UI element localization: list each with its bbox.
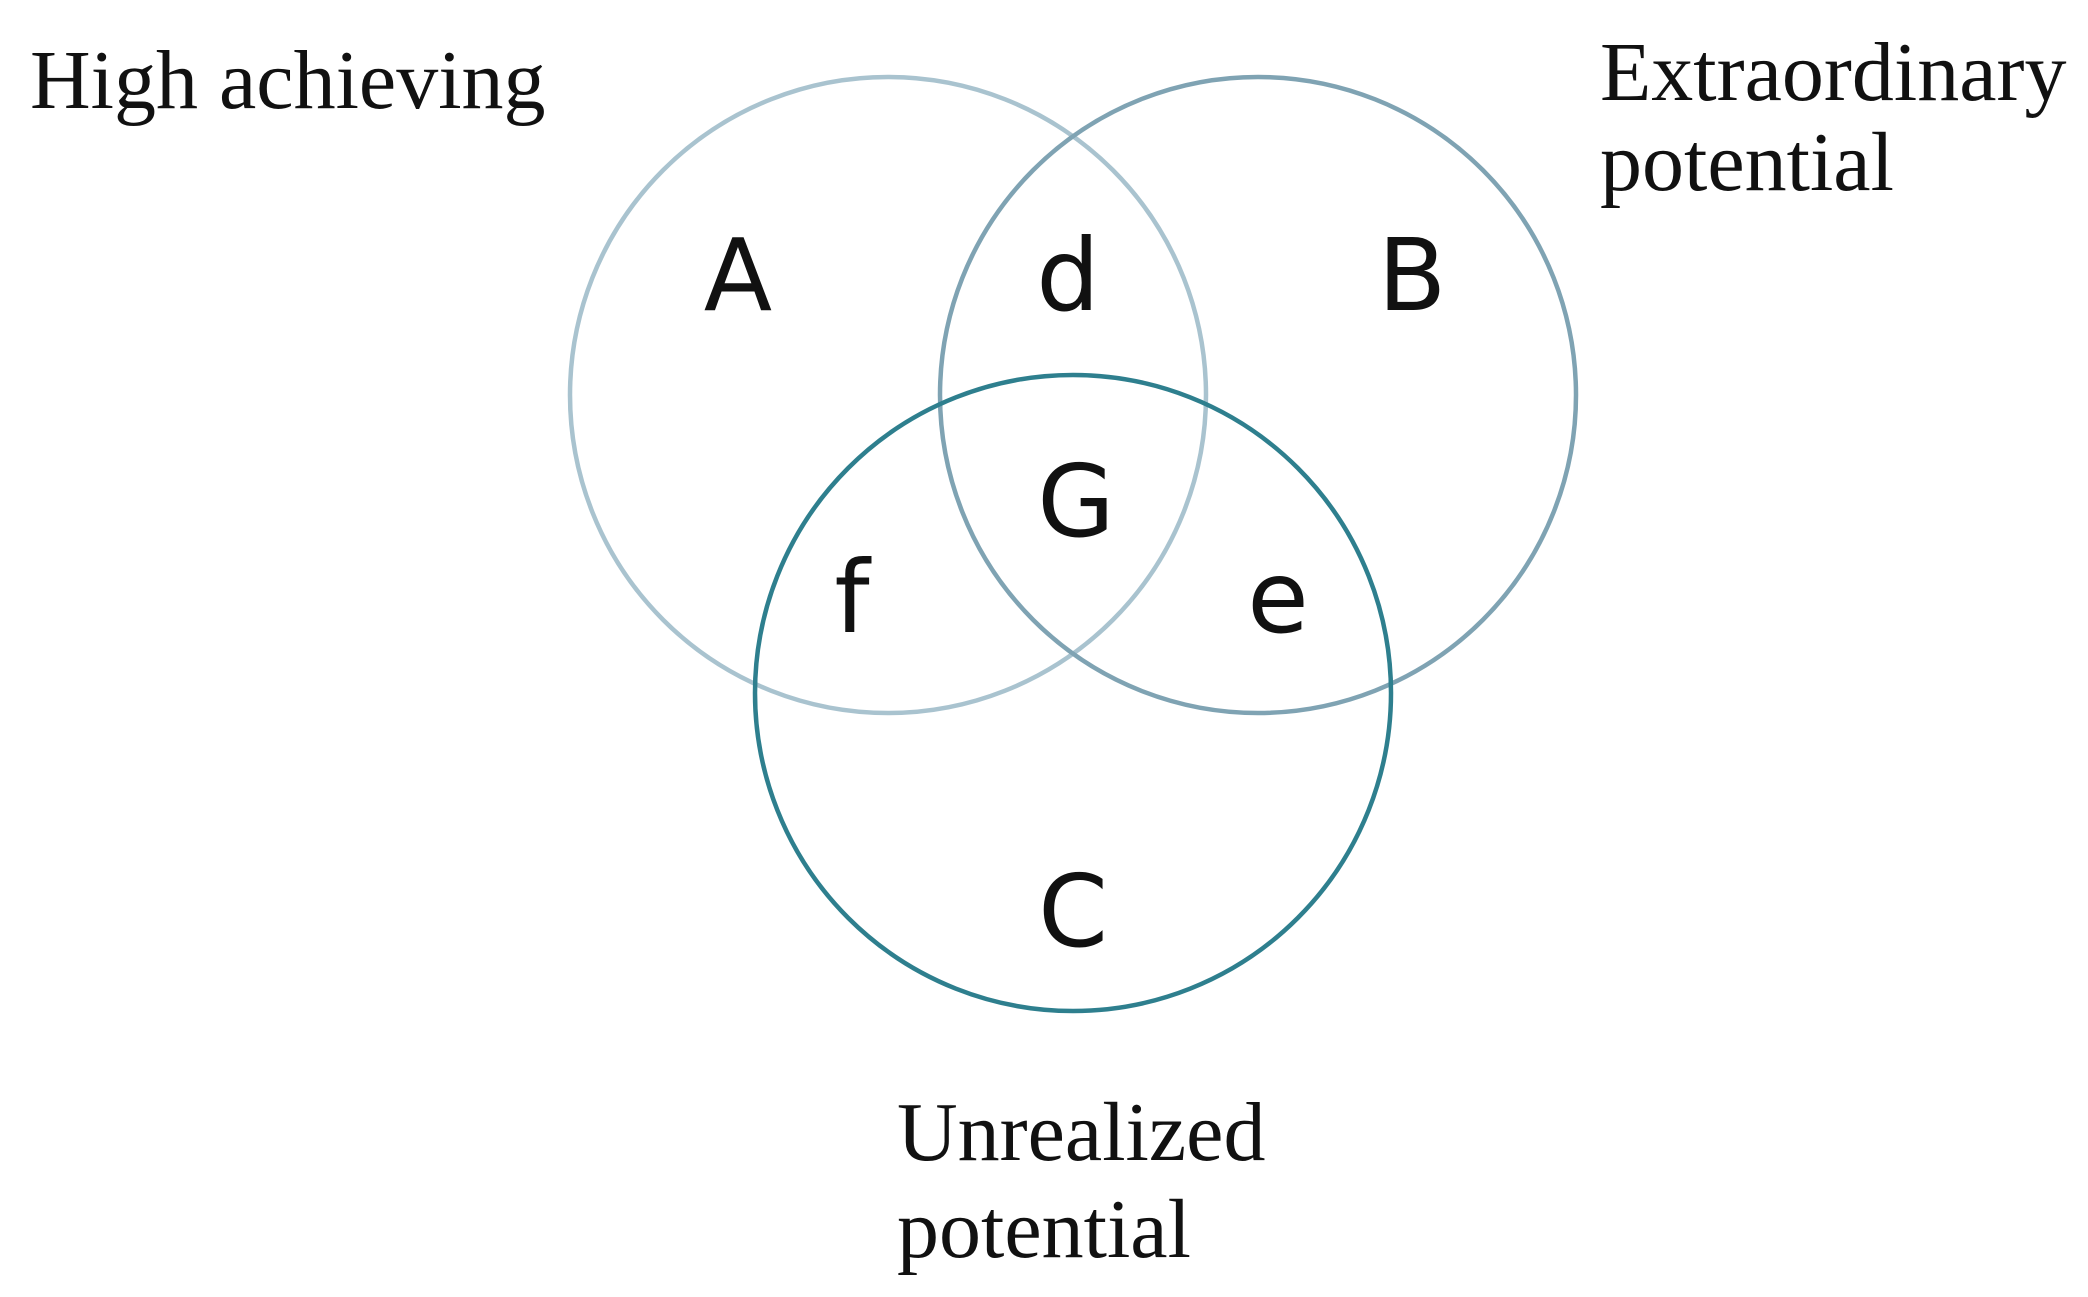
unrealized-potential-circle (752, 372, 1394, 1014)
region-label-d: d (1036, 217, 1099, 334)
high-achieving-circle (567, 74, 1209, 716)
extraordinary-potential-title-line-1: Extraordinary (1600, 26, 2066, 119)
region-label-b: B (1378, 217, 1447, 334)
high-achieving-title: High achieving (30, 34, 546, 127)
extraordinary-potential-title: Extraordinary potential (1600, 26, 2087, 209)
region-label-e: e (1247, 539, 1309, 656)
unrealized-potential-title-line-2: potential (897, 1183, 1191, 1276)
extraordinary-potential-circle (937, 74, 1579, 716)
unrealized-potential-title-line-1: Unrealized (897, 1086, 1265, 1179)
region-label-g: G (1037, 443, 1115, 560)
high-achieving-title-line-1: High achieving (30, 34, 546, 127)
region-label-c: C (1038, 853, 1108, 970)
region-label-a: A (704, 217, 772, 334)
extraordinary-potential-title-line-2: potential (1600, 116, 1894, 209)
region-label-f: f (834, 539, 872, 656)
unrealized-potential-title: Unrealized potential (897, 1086, 1286, 1276)
